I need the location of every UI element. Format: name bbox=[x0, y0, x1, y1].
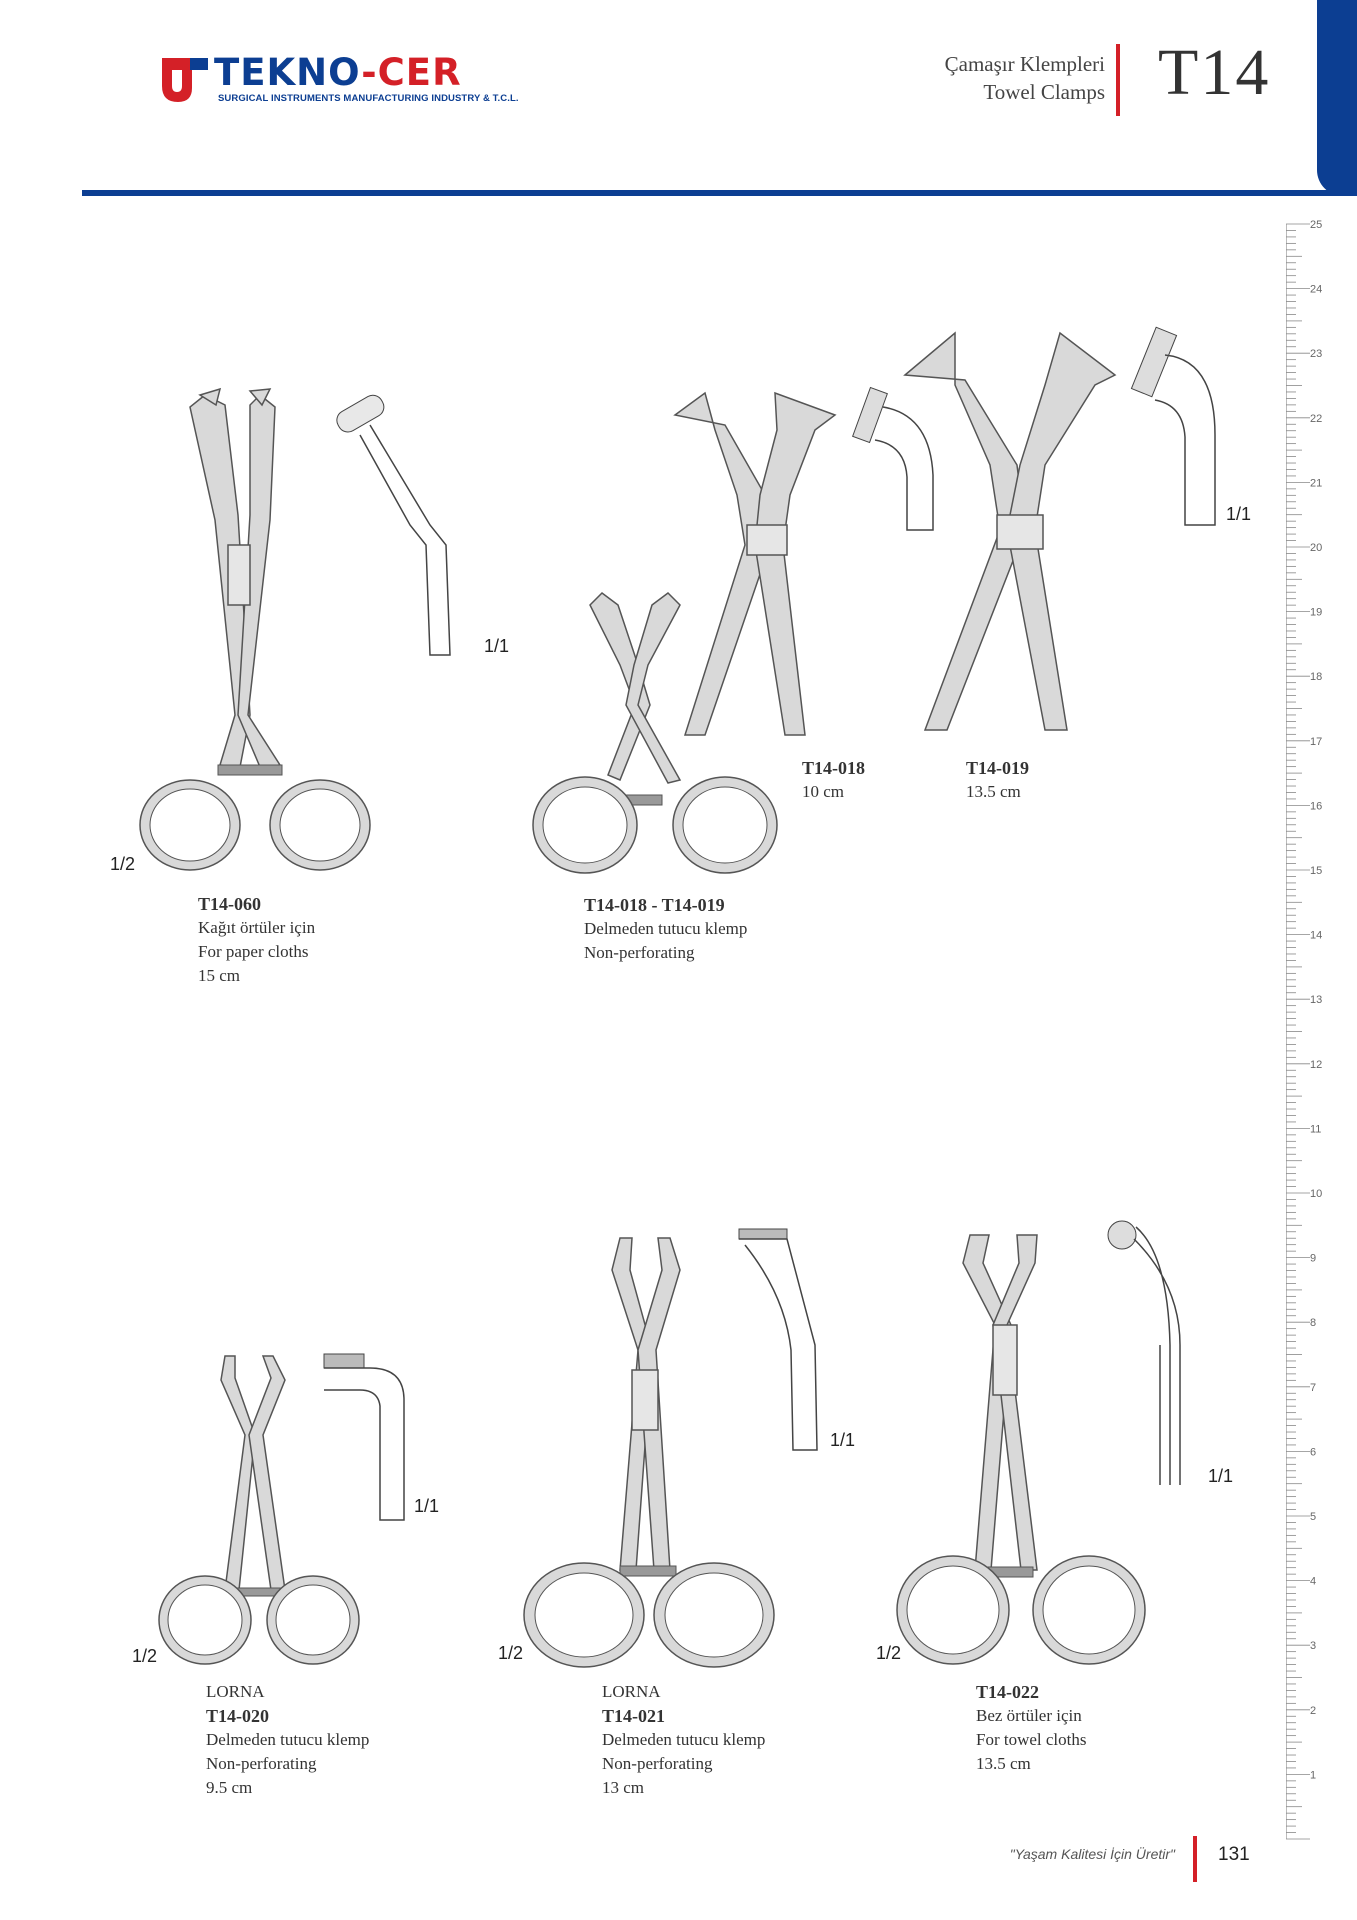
product-caption-t14-020: LORNA T14-020 Delmeden tutucu klemp Non-… bbox=[206, 1680, 369, 1800]
ruler-label: 5 bbox=[1310, 1511, 1316, 1523]
ruler-label: 19 bbox=[1310, 607, 1322, 619]
product-code: T14-060 bbox=[198, 894, 261, 914]
footer-divider bbox=[1193, 1836, 1197, 1882]
instrument-t14-021-tip-detail bbox=[738, 1228, 818, 1451]
instrument-t14-022-tip-detail bbox=[1107, 1220, 1181, 1485]
ruler-label: 6 bbox=[1310, 1446, 1316, 1458]
instrument-t14-018-tip-detail bbox=[852, 386, 934, 531]
ruler-label: 18 bbox=[1310, 671, 1322, 683]
ruler-label: 10 bbox=[1310, 1188, 1322, 1200]
ruler-label: 23 bbox=[1310, 348, 1322, 360]
ruler-label: 15 bbox=[1310, 865, 1322, 877]
product-desc: Non-perforating bbox=[584, 943, 695, 962]
product-code: T14-022 bbox=[976, 1682, 1039, 1702]
page-number: 131 bbox=[1218, 1844, 1250, 1865]
product-brand: LORNA bbox=[206, 1682, 265, 1701]
section-title-en: Towel Clamps bbox=[983, 80, 1105, 104]
ruler-label: 8 bbox=[1310, 1317, 1316, 1329]
product-size: 15 cm bbox=[198, 966, 241, 985]
instrument-t14-019-tip-detail bbox=[1130, 326, 1216, 526]
instrument-t14-060-tip-detail bbox=[336, 394, 451, 656]
product-size: 13.5 cm bbox=[976, 1754, 1031, 1773]
instrument-t14-060-image bbox=[139, 387, 371, 871]
footer-slogan: "Yaşam Kalitesi İçin Üretir" bbox=[1009, 1846, 1175, 1862]
product-size: 13.5 cm bbox=[966, 782, 1021, 801]
ruler-label: 11 bbox=[1310, 1123, 1321, 1135]
brand-logo-mark bbox=[162, 58, 208, 102]
product-code: T14-021 bbox=[602, 1706, 665, 1726]
header-corner-tab bbox=[1317, 0, 1357, 196]
ruler-label: 24 bbox=[1310, 284, 1322, 296]
product-brand: LORNA bbox=[602, 1682, 661, 1701]
instrument-t14-022-image bbox=[896, 1234, 1146, 1665]
instrument-t14-020-tip-detail bbox=[323, 1353, 405, 1521]
ruler-label: 25 bbox=[1310, 219, 1322, 231]
ruler-label: 2 bbox=[1310, 1705, 1316, 1717]
product-code: T14-020 bbox=[206, 1706, 269, 1726]
product-code: T14-018 bbox=[802, 758, 865, 778]
product-size: 13 cm bbox=[602, 1778, 645, 1797]
ruler-label: 12 bbox=[1310, 1059, 1322, 1071]
scale-label: 1/1 bbox=[484, 636, 510, 656]
instrument-t14-020-image bbox=[158, 1355, 360, 1665]
ruler-label: 3 bbox=[1310, 1640, 1316, 1652]
product-caption-t14-018-019: T14-018 - T14-019 Delmeden tutucu klemp … bbox=[584, 893, 747, 965]
product-desc: Bez örtüler için bbox=[976, 1706, 1082, 1725]
ruler-label: 4 bbox=[1310, 1576, 1316, 1588]
product-caption-t14-019: T14-019 13.5 cm bbox=[966, 756, 1029, 804]
section-title: Çamaşır Klempleri Towel Clamps bbox=[945, 50, 1105, 106]
product-size: 9.5 cm bbox=[206, 1778, 253, 1797]
instrument-t14-021-image bbox=[523, 1237, 775, 1668]
instrument-t14-018-019-image bbox=[532, 592, 778, 874]
product-caption-t14-021: LORNA T14-021 Delmeden tutucu klemp Non-… bbox=[602, 1680, 765, 1800]
ruler-label: 16 bbox=[1310, 800, 1322, 812]
brand-name: TEKNO-CER bbox=[214, 51, 462, 94]
scale-label: 1/1 bbox=[414, 1496, 440, 1516]
ruler-label: 14 bbox=[1310, 930, 1322, 942]
scale-label: 1/2 bbox=[876, 1643, 902, 1663]
ruler-label: 9 bbox=[1310, 1253, 1316, 1265]
product-caption-t14-022: T14-022 Bez örtüler için For towel cloth… bbox=[976, 1680, 1087, 1776]
instrument-t14-018-jaw-image bbox=[673, 391, 837, 736]
product-desc: Delmeden tutucu klemp bbox=[602, 1730, 766, 1749]
cm-ruler: 2524232221201918171615141312111098765432… bbox=[1286, 219, 1322, 1840]
scale-label: 1/2 bbox=[110, 854, 136, 874]
ruler-label: 21 bbox=[1310, 477, 1322, 489]
product-code: T14-019 bbox=[966, 758, 1029, 778]
ruler-label: 1 bbox=[1310, 1769, 1316, 1781]
product-desc: Non-perforating bbox=[206, 1754, 317, 1773]
product-desc: For paper cloths bbox=[198, 942, 309, 961]
product-desc: Delmeden tutucu klemp bbox=[584, 919, 748, 938]
brand-tagline: SURGICAL INSTRUMENTS MANUFACTURING INDUS… bbox=[218, 93, 519, 104]
product-size: 10 cm bbox=[802, 782, 845, 801]
scale-label: 1/1 bbox=[830, 1430, 856, 1450]
scale-label: 1/1 bbox=[1208, 1466, 1234, 1486]
ruler-label: 20 bbox=[1310, 542, 1322, 554]
product-code: T14-018 - T14-019 bbox=[584, 895, 725, 915]
ruler-label: 13 bbox=[1310, 994, 1322, 1006]
section-code: T14 bbox=[1158, 36, 1271, 109]
ruler-label: 7 bbox=[1310, 1382, 1316, 1394]
product-desc: Kağıt örtüler için bbox=[198, 918, 316, 937]
scale-label: 1/2 bbox=[498, 1643, 524, 1663]
instrument-t14-019-jaw-image bbox=[903, 331, 1117, 731]
scale-label: 1/1 bbox=[1226, 504, 1252, 524]
ruler-label: 22 bbox=[1310, 413, 1322, 425]
product-caption-t14-060: T14-060 Kağıt örtüler için For paper clo… bbox=[198, 892, 315, 988]
header-rule bbox=[82, 190, 1357, 196]
product-desc: Non-perforating bbox=[602, 1754, 713, 1773]
product-caption-t14-018: T14-018 10 cm bbox=[802, 756, 865, 804]
header-divider bbox=[1116, 44, 1120, 116]
ruler-label: 17 bbox=[1310, 736, 1322, 748]
product-desc: For towel cloths bbox=[976, 1730, 1087, 1749]
scale-label: 1/2 bbox=[132, 1646, 158, 1666]
product-desc: Delmeden tutucu klemp bbox=[206, 1730, 370, 1749]
section-title-tr: Çamaşır Klempleri bbox=[944, 52, 1105, 76]
